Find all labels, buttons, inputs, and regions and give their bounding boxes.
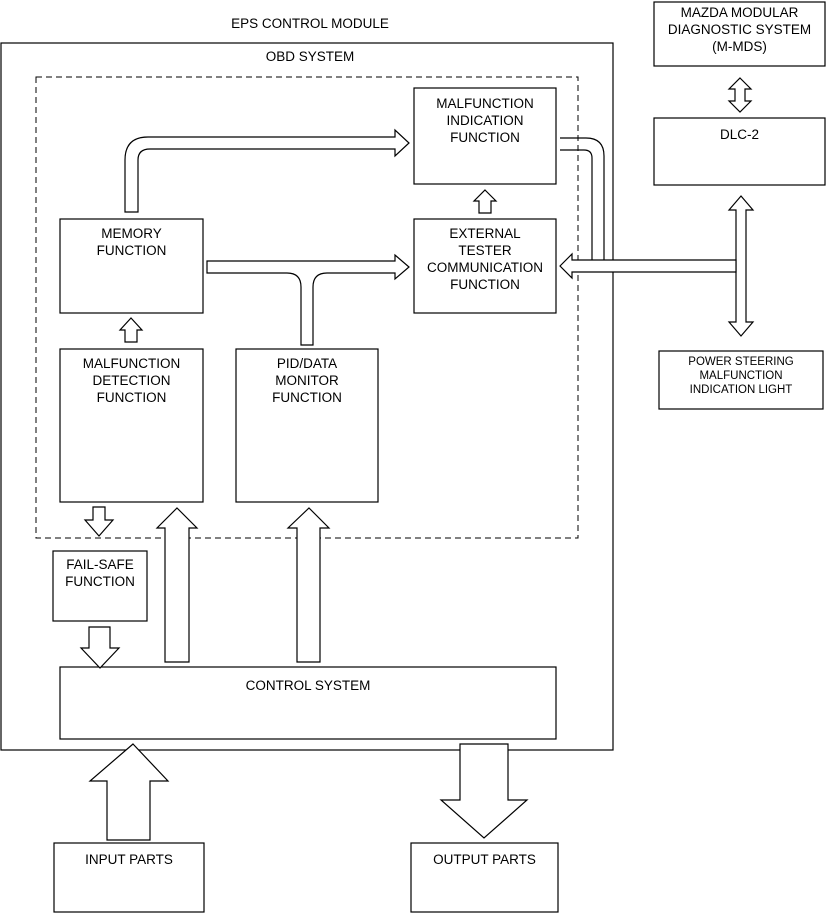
dlc2-light-arrow: [727, 195, 755, 337]
dlc2-label: DLC-2: [719, 127, 759, 142]
detection-to-memory-arrow: [118, 317, 144, 343]
fail-safe-label: FAIL-SAFE FUNCTION: [65, 557, 135, 589]
malfunction-detection-box: [59, 348, 204, 503]
control-to-pid-arrow: [286, 507, 331, 663]
mmds-dlc2-arrow: [727, 77, 753, 113]
input-parts-label: INPUT PARTS: [85, 852, 173, 867]
obd-system-title: OBD SYSTEM: [265, 49, 355, 64]
failsafe-to-control-arrow: [79, 626, 121, 669]
output-parts-label: OUTPUT PARTS: [433, 852, 536, 867]
mmds-label: MAZDA MODULAR DIAGNOSTIC SYSTEM (M-MDS): [667, 5, 812, 54]
tester-to-indication-arrow: [472, 189, 498, 214]
control-to-output-arrow: [439, 743, 529, 839]
malfunction-indication-label: MALFUNCTION INDICATION FUNCTION: [436, 96, 534, 145]
memory-to-indication-arrow: [124, 128, 410, 213]
memory-to-tester-arrow: [206, 253, 410, 346]
control-system-label: CONTROL SYSTEM: [245, 678, 371, 693]
pid-data-label: PID/DATA MONITOR FUNCTION: [272, 356, 342, 405]
eps-module-title: EPS CONTROL MODULE: [231, 16, 389, 31]
pid-data-box: [235, 348, 379, 503]
input-to-control-arrow: [88, 743, 170, 841]
malfunction-detection-label: MALFUNCTION DETECTION FUNCTION: [82, 356, 181, 405]
control-to-detection-arrow: [155, 507, 199, 663]
fail-safe-box: [52, 550, 148, 622]
input-parts-box: [53, 842, 205, 913]
external-tester-box: [413, 218, 557, 314]
output-parts-box: [410, 842, 559, 913]
indication-channel-outer: [560, 137, 605, 260]
memory-label: MEMORY FUNCTION: [96, 226, 167, 258]
malfunction-indication-box: [413, 87, 557, 185]
dlc2-box: [653, 117, 826, 186]
ps-light-box: [658, 350, 824, 410]
mmds-box: [653, 1, 826, 67]
control-system-box: [59, 666, 557, 740]
external-tester-label: EXTERNAL TESTER COMMUNICATION FUNCTION: [427, 226, 543, 292]
memory-box: [59, 218, 204, 314]
tester-bus-arrow: [559, 252, 737, 280]
eps-module-frame: [0, 42, 614, 751]
detection-to-failsafe-arrow: [83, 506, 115, 537]
ps-light-label: POWER STEERING MALFUNCTION INDICATION LI…: [688, 356, 794, 396]
indication-channel-inner: [560, 149, 593, 260]
